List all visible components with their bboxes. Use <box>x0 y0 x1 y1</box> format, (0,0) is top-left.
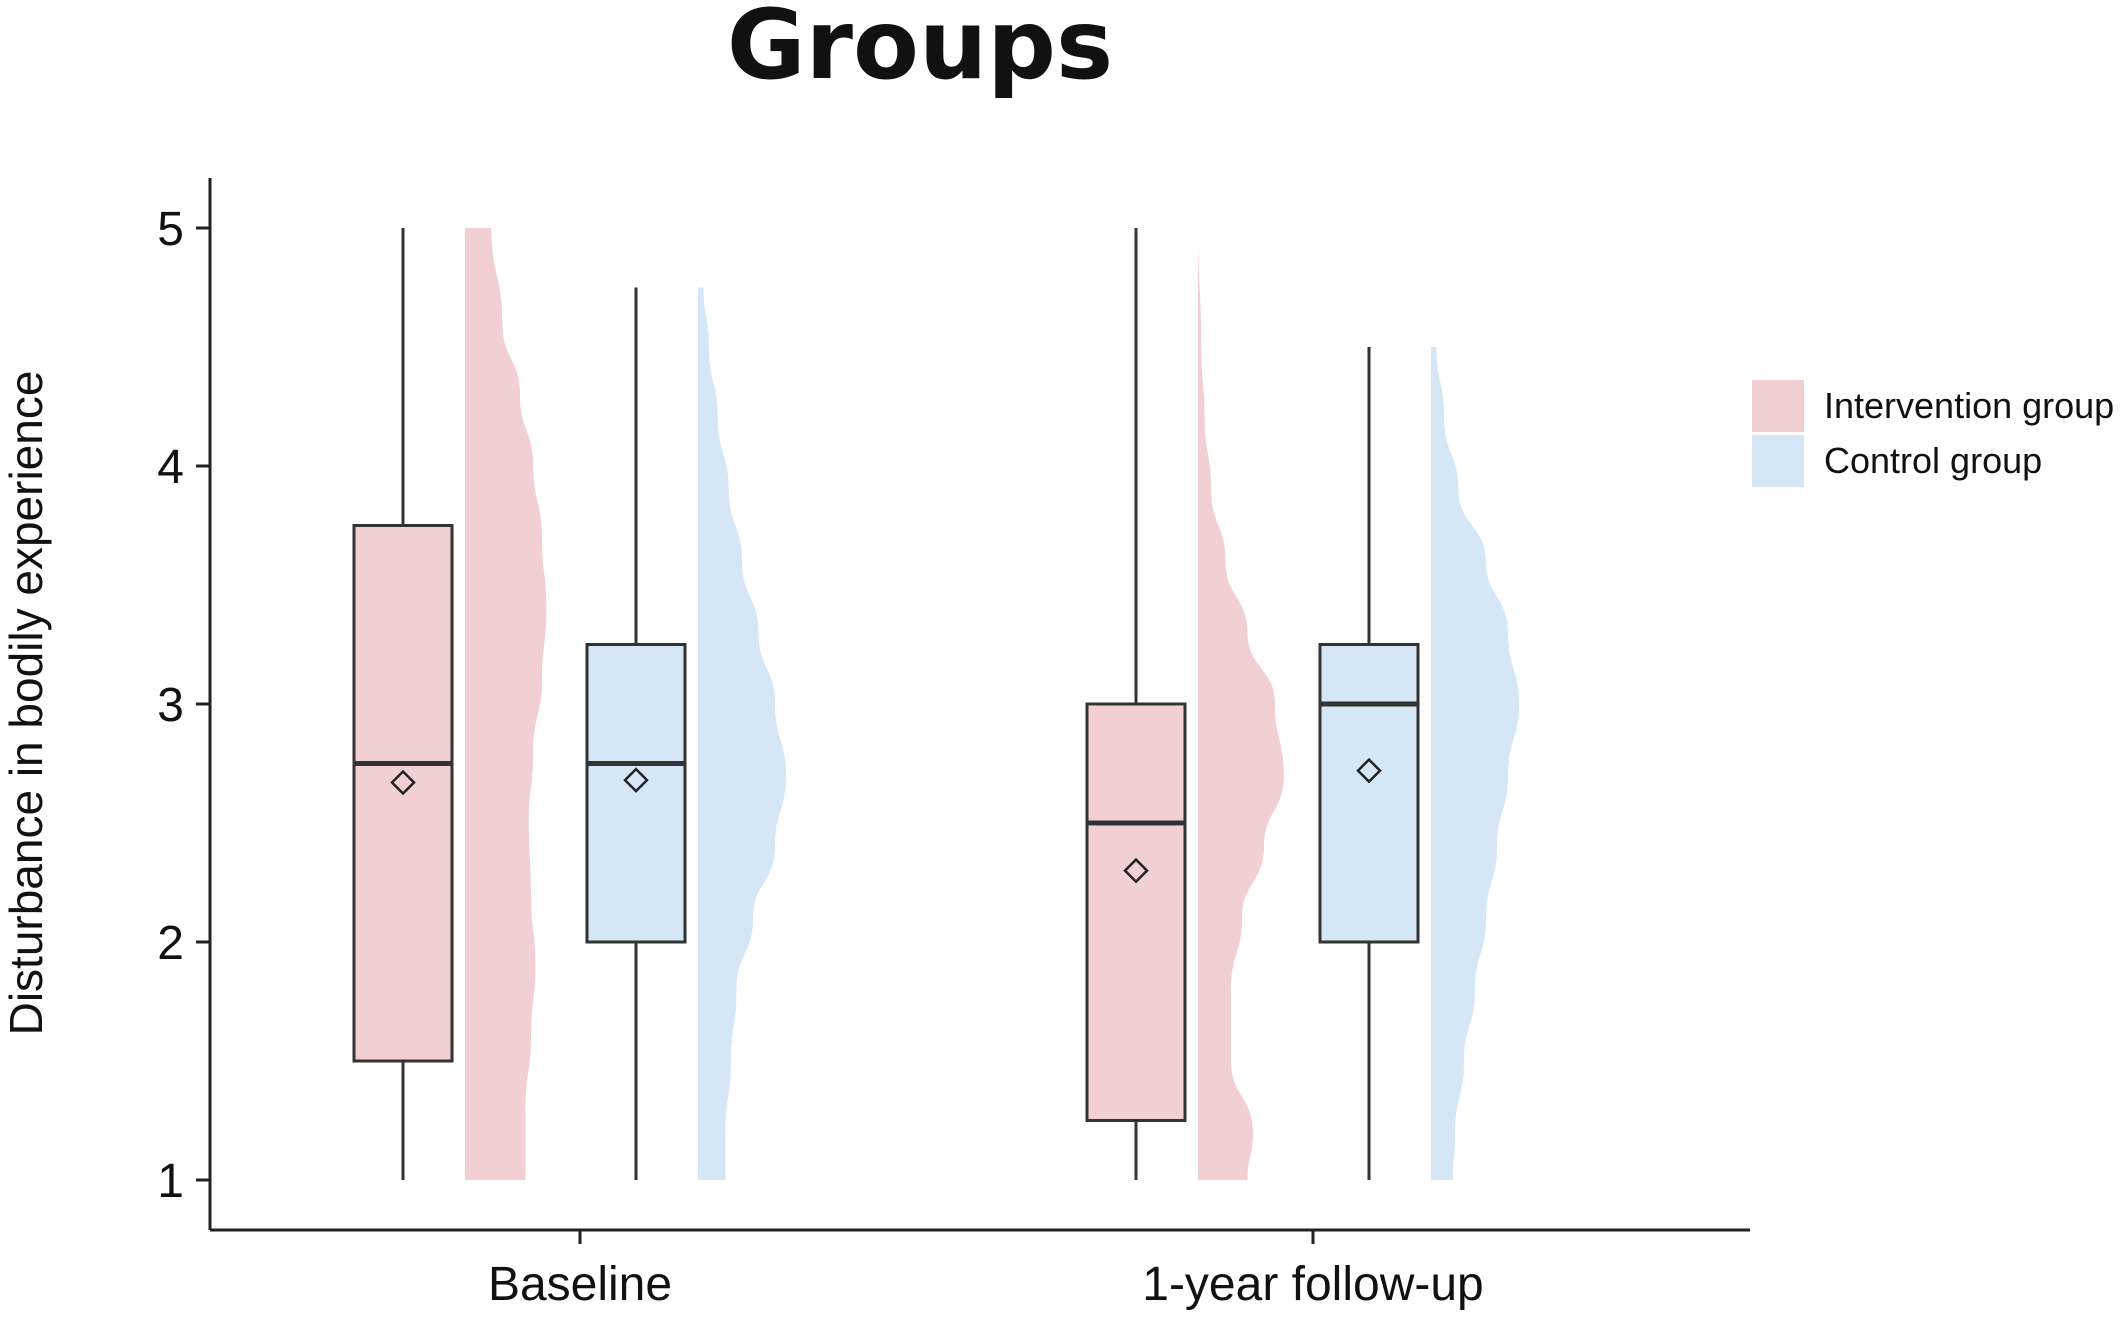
mean-marker <box>1356 757 1382 784</box>
y-tick-label: 1 <box>157 1155 184 1208</box>
y-tick-label: 4 <box>157 441 184 494</box>
x-tick-label: 1-year follow-up <box>1142 1258 1483 1311</box>
density-cloud <box>1198 228 1284 1180</box>
box <box>1318 643 1420 944</box>
legend-label: Intervention group <box>1824 385 2114 426</box>
box <box>1085 702 1187 1122</box>
series-0-group-1 <box>1085 228 1284 1180</box>
x-tick-label: Baseline <box>488 1258 672 1311</box>
mean-marker <box>1123 857 1149 884</box>
mean-marker <box>390 769 416 796</box>
series-0-group-0 <box>352 228 547 1180</box>
legend-swatch <box>1752 435 1804 487</box>
y-axis-label: Disturbance in bodily experience <box>0 371 52 1036</box>
y-tick-label: 5 <box>157 203 184 256</box>
series-1-group-1 <box>1318 347 1519 1180</box>
y-tick-label: 2 <box>157 917 184 970</box>
density-cloud <box>1431 347 1519 1180</box>
mean-marker <box>623 767 649 793</box>
legend-swatch <box>1752 380 1804 432</box>
legend-label: Control group <box>1824 440 2042 481</box>
chart-title: Groups <box>727 0 1113 101</box>
box <box>585 643 687 944</box>
density-cloud <box>698 287 786 1180</box>
y-tick-label: 3 <box>157 679 184 732</box>
series-1-group-0 <box>585 287 786 1180</box>
density-cloud <box>465 228 547 1180</box>
